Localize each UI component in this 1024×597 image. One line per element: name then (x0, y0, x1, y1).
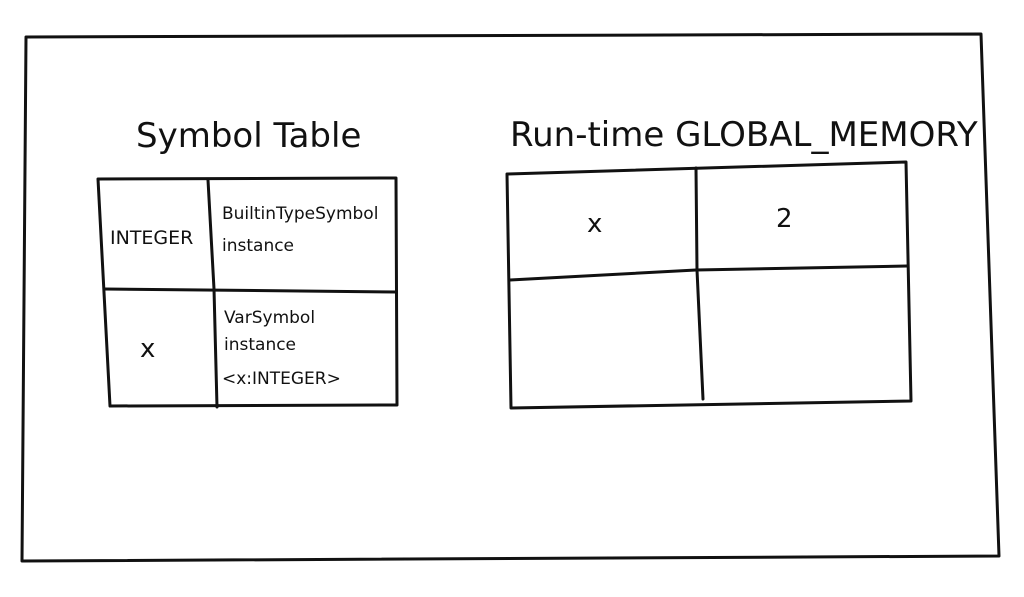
outer-frame (20, 32, 1001, 563)
global-memory-row-1-name: x (587, 209, 602, 239)
global-memory-column-divider (694, 166, 705, 401)
global-memory-row-divider (508, 264, 909, 282)
symbol-table-border (96, 176, 399, 408)
symbol-table-row-2-value-line-2: instance (224, 335, 296, 355)
symbol-table-row-1-value-line-1: BuiltinTypeSymbol (222, 204, 378, 224)
symbol-table-row-2-name: x (140, 334, 155, 364)
symbol-table-row-1-name: INTEGER (110, 227, 193, 249)
global-memory-row-1-value: 2 (776, 204, 793, 234)
symbol-table-row-2-value-line-3: <x:INTEGER> (222, 369, 341, 389)
symbol-table-title: Symbol Table (136, 116, 361, 156)
global-memory-title: Run-time GLOBAL_MEMORY (510, 115, 978, 155)
global-memory-border (505, 160, 913, 410)
symbol-table: Symbol Table INTEGER BuiltinTypeSymbol i… (96, 116, 399, 409)
symbol-table-column-divider (206, 178, 219, 409)
symbol-table-row-2-value-line-1: VarSymbol (224, 308, 315, 328)
symbol-table-row-divider (102, 287, 398, 294)
global-memory: Run-time GLOBAL_MEMORY x 2 (505, 115, 978, 410)
symbol-table-row-1-value-line-2: instance (222, 236, 294, 256)
